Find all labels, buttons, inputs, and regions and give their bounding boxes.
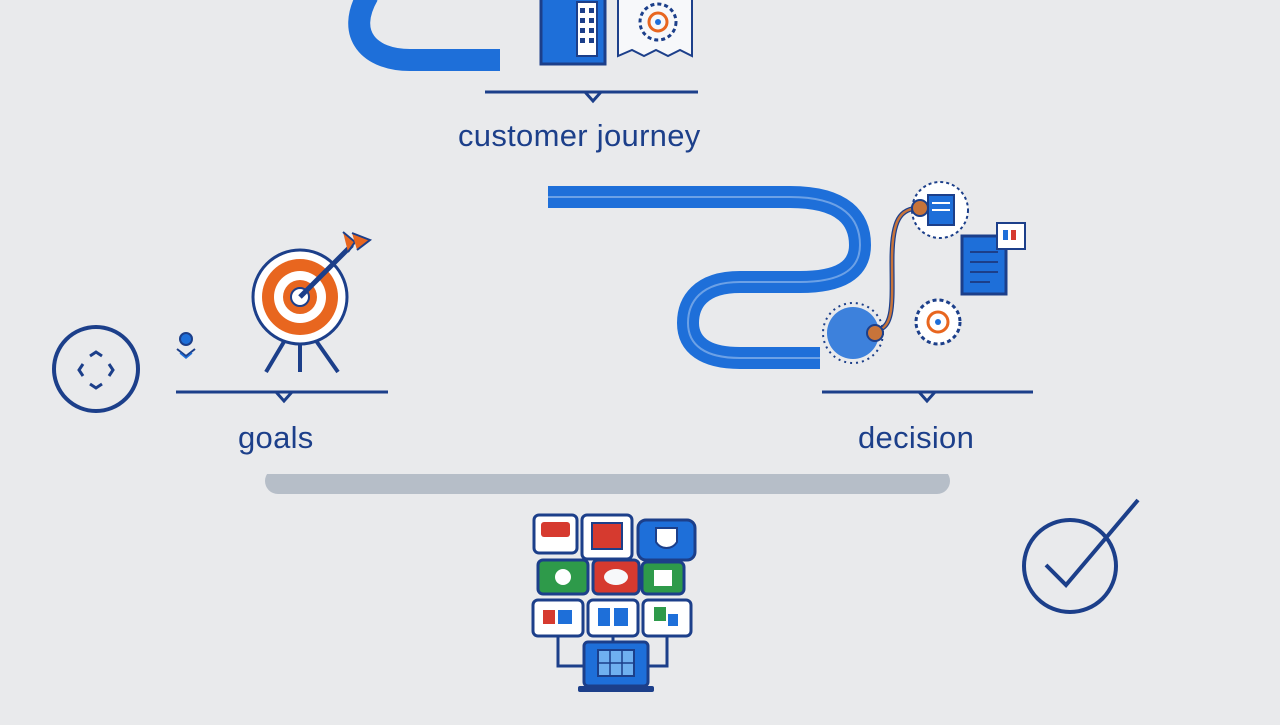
decision-label: decision	[858, 420, 975, 455]
decision-path-icon	[548, 186, 872, 369]
laptop-icon	[578, 640, 654, 692]
person-circle-icon	[52, 325, 140, 413]
divider-bar-mask	[265, 466, 950, 474]
gear-document-icon	[617, 0, 693, 58]
journey-path-icon	[348, 0, 500, 71]
journey-bracket	[485, 90, 698, 104]
connector-line-inner	[874, 206, 921, 332]
goals-label: goals	[238, 420, 314, 455]
goals-bracket	[176, 390, 388, 404]
target-with-arrow-icon	[251, 231, 373, 374]
document-icon	[960, 222, 1026, 296]
document-badge-icon	[911, 181, 969, 239]
decision-bracket	[822, 390, 1033, 404]
checkmark-circle-icon	[1022, 498, 1140, 614]
customer-journey-label: customer journey	[458, 118, 701, 153]
app-grid-icon	[531, 513, 697, 668]
splash-badge-icon	[822, 302, 884, 364]
connector-line	[874, 205, 921, 333]
gear-badge-icon	[914, 298, 962, 346]
phone-icon	[539, 0, 607, 66]
divider-bar	[265, 468, 950, 494]
location-pin-icon	[176, 332, 196, 359]
